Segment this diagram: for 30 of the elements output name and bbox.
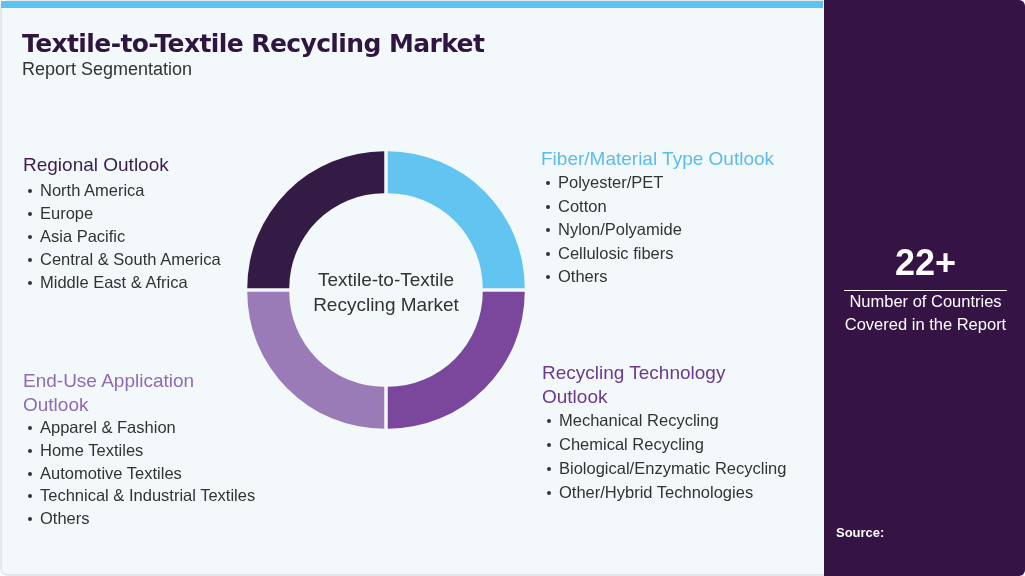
stat-value: 22+ [844, 242, 1007, 291]
list-item: North America [25, 181, 145, 200]
stat-panel [824, 0, 1025, 576]
list-item: Apparel & Fashion [25, 418, 176, 437]
list-item: Polyester/PET [543, 173, 664, 192]
list-item: Central & South America [25, 250, 221, 269]
list-item: Biological/Enzymatic Recycling [544, 459, 787, 478]
list-item: Others [25, 509, 90, 529]
list-item: Middle East & Africa [25, 273, 188, 292]
list-item: Asia Pacific [25, 227, 126, 246]
list-item: Europe [25, 204, 94, 223]
section-heading: Regional Outlook [23, 154, 169, 176]
list-item: Others [543, 267, 608, 287]
title: Textile-to-Textile Recycling Market [22, 29, 485, 58]
list-item: Cellulosic fibers [543, 243, 674, 263]
list-item: Technical & Industrial Textiles [25, 486, 256, 506]
stat-description: Number of Countries Covered in the Report [843, 291, 1008, 335]
subtitle: Report Segmentation [22, 59, 193, 80]
list-item: Automotive Textiles [25, 463, 182, 483]
list-item: Nylon/Polyamide [543, 220, 682, 240]
section-heading: Recycling Technology Outlook [542, 361, 727, 409]
center-label: Textile-to-Textile Recycling Market [312, 268, 460, 317]
list-item: Home Textiles [25, 440, 144, 460]
section-heading: Fiber/Material Type Outlook [541, 148, 775, 170]
list-item: Chemical Recycling [544, 435, 704, 454]
section-heading: End-Use Application Outlook [23, 369, 196, 417]
source-label: Source: [836, 525, 885, 540]
list-item: Other/Hybrid Technologies [544, 483, 754, 502]
list-item: Mechanical Recycling [544, 411, 719, 430]
list-item: Cotton [543, 196, 607, 216]
